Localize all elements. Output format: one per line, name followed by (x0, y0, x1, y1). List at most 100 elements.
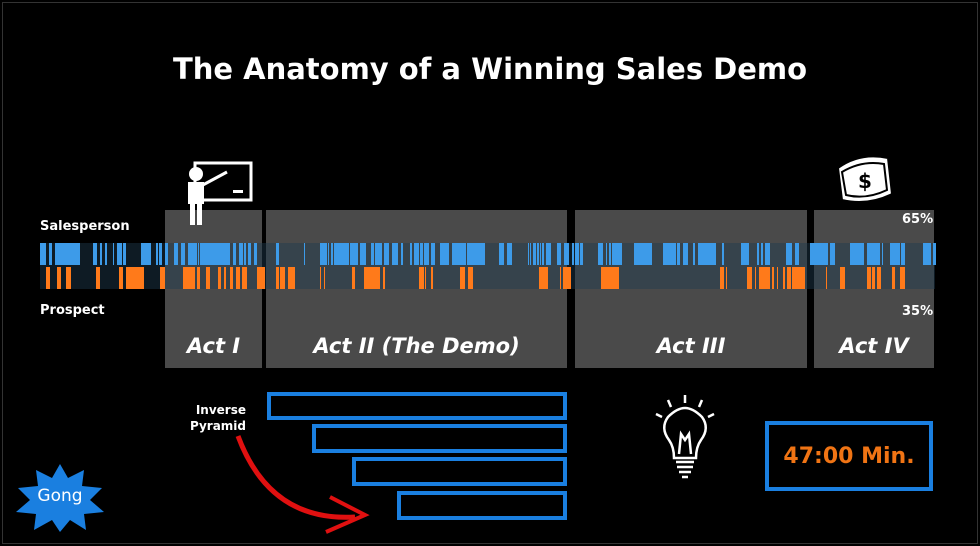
act-2-panel: Act II (The Demo) (266, 210, 567, 368)
prospect-talk-segment (747, 267, 748, 289)
salesperson-talk-segment (123, 243, 126, 265)
prospect-talk-segment (539, 267, 548, 289)
pyramid-bar-1 (267, 392, 567, 420)
prospect-talk-segment (96, 267, 100, 289)
salesperson-talk-segment (452, 243, 457, 265)
salesperson-talk-segment (113, 243, 114, 265)
salesperson-talk-segment (896, 243, 898, 265)
salesperson-talk-segment (598, 243, 603, 265)
salesperson-talk-segment (810, 243, 828, 265)
salesperson-talk-segment (564, 243, 565, 265)
prospect-talk-segment (280, 267, 285, 289)
salesperson-talk-segment (683, 243, 688, 265)
salesperson-talk-segment (414, 243, 419, 265)
gong-logo: Gong (14, 462, 106, 532)
prospect-talk-segment (257, 267, 265, 289)
salesperson-talk-segment (619, 243, 620, 265)
salesperson-talk-segment (233, 243, 236, 265)
salesperson-talk-segment (254, 243, 257, 265)
talk-timeline (40, 243, 936, 289)
prospect-talk-segment (431, 267, 433, 289)
salesperson-talk-segment (181, 243, 185, 265)
prospect-talk-segment (242, 267, 247, 289)
salesperson-talk-segment (830, 243, 835, 265)
prospect-talk-segment (877, 267, 881, 289)
salesperson-talk-segment (741, 243, 744, 265)
salesperson-talk-segment (572, 243, 574, 265)
prospect-talk-segment (352, 267, 355, 289)
salesperson-talk-segment (227, 243, 230, 265)
salesperson-talk-segment (648, 243, 650, 265)
duration-text: 47:00 Min. (783, 443, 915, 469)
prospect-talk-segment (568, 267, 571, 289)
prospect-talk-segment (560, 267, 561, 289)
salesperson-talk-segment (350, 243, 355, 265)
prospect-talk-segment (892, 267, 895, 289)
salesperson-talk-segment (565, 243, 569, 265)
salesperson-talk-segment (410, 243, 412, 265)
prospect-talk-segment (748, 267, 752, 289)
salesperson-talk-segment (443, 243, 448, 265)
prospect-talk-segment (787, 267, 791, 289)
prospect-talk-segment (160, 267, 165, 289)
prospect-talk-segment (468, 267, 473, 289)
salesperson-talk-segment (440, 243, 443, 265)
salesperson-talk-segment (397, 243, 398, 265)
salesperson-talk-segment (546, 243, 551, 265)
act-4-panel: Act IV (814, 210, 934, 368)
salesperson-talk-segment (94, 243, 97, 265)
svg-text:$: $ (858, 169, 872, 193)
salesperson-talk-segment (499, 243, 504, 265)
presenter-icon (188, 161, 253, 225)
salesperson-talk-segment (923, 243, 931, 265)
salesperson-talk-segment (898, 243, 900, 265)
pyramid-bar-4 (397, 491, 567, 520)
salesperson-talk-segment (276, 243, 279, 265)
slide-title: The Anatomy of a Winning Sales Demo (172, 52, 808, 86)
prospect-talk-segment (288, 267, 295, 289)
salesperson-talk-segment (744, 243, 746, 265)
salesperson-talk-segment (850, 243, 864, 265)
salesperson-talk-segment (93, 243, 94, 265)
salesperson-talk-segment (360, 243, 366, 265)
prospect-talk-segment (772, 267, 774, 289)
salesperson-lane (40, 243, 936, 265)
money-bill-icon: $ (836, 155, 894, 203)
salesperson-talk-segment (43, 243, 46, 265)
prospect-talk-segment (276, 267, 279, 289)
prospect-talk-segment (900, 267, 905, 289)
salesperson-talk-segment (469, 243, 472, 265)
salesperson-talk-segment (165, 243, 168, 265)
salesperson-talk-segment (890, 243, 896, 265)
label-line: Inverse (195, 403, 246, 417)
salesperson-talk-segment (198, 243, 199, 265)
salesperson-talk-segment (334, 243, 349, 265)
act-1-panel: Act I (165, 210, 262, 368)
prospect-talk-segment (867, 267, 871, 289)
pyramid-bar-3 (352, 457, 567, 486)
salesperson-talk-segment (650, 243, 652, 265)
salesperson-talk-segment (248, 243, 251, 265)
prospect-talk-segment (419, 267, 424, 289)
salesperson-talk-segment (55, 243, 67, 265)
salesperson-talk-segment (508, 243, 512, 265)
salesperson-talk-segment (528, 243, 529, 265)
salesperson-talk-segment (378, 243, 382, 265)
salesperson-talk-segment (901, 243, 905, 265)
salesperson-talk-segment (467, 243, 469, 265)
salesperson-talk-segment (174, 243, 178, 265)
prospect-percent: 35% (902, 304, 934, 319)
salesperson-talk-segment (355, 243, 358, 265)
act-3-panel: Act III (575, 210, 807, 368)
salesperson-talk-segment (322, 243, 327, 265)
salesperson-talk-segment (537, 243, 539, 265)
prospect-talk-segment (601, 267, 603, 289)
salesperson-talk-segment (761, 243, 763, 265)
salesperson-talk-segment (117, 243, 122, 265)
salesperson-talk-segment (580, 243, 583, 265)
act-label: Act IV (839, 334, 909, 358)
salesperson-talk-segment (698, 243, 716, 265)
act-label: Act II (The Demo) (313, 334, 520, 358)
salesperson-talk-segment (933, 243, 936, 265)
